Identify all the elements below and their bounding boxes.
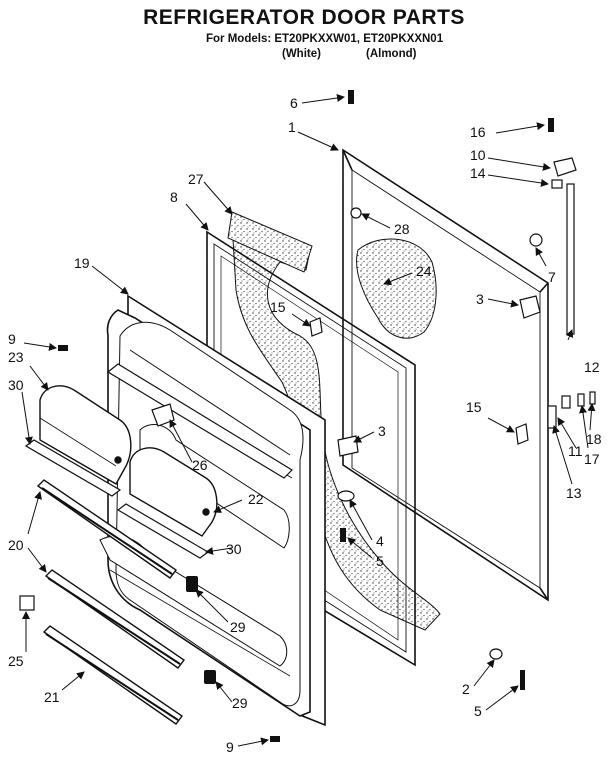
washer-4 [337,490,355,502]
models-line: For Models: ET20PKXXW01, ET20PKXXN01 [206,33,444,45]
callout-5-bottom: 5 [474,703,482,719]
hinge-3-middle [337,435,359,457]
insulation-pad [356,238,437,339]
callout-14: 14 [470,165,486,181]
callout-27: 27 [188,171,204,187]
white-label: (White) [282,48,321,60]
screw-18 [589,391,596,405]
bushing-2 [489,648,503,660]
handle-end-13 [547,405,557,429]
callout-21: 21 [44,689,60,705]
callout-11: 11 [568,443,583,459]
callout-3-top: 3 [476,291,484,307]
callout-10: 10 [470,147,486,163]
callout-8: 8 [170,189,178,205]
callout-22: 22 [248,491,264,507]
callout-20: 20 [8,537,24,553]
stud-29-upper [186,576,198,592]
screw-5-bottom [520,670,525,690]
callout-29-upper: 29 [230,619,246,635]
callout-30-lower: 30 [226,541,242,557]
diagram-title: REFRIGERATOR DOOR PARTS [143,6,465,29]
callout-29-lower: 29 [232,695,248,711]
dairy-bin [39,385,132,485]
callout-labels: 6 1 16 10 14 27 8 28 7 24 19 3 15 9 12 2… [8,95,602,755]
callout-19: 19 [74,255,90,271]
foam-top-block [227,211,313,273]
handle-bracket-15-top [309,317,323,337]
callout-16: 16 [470,124,486,140]
hinge-3-top [519,295,541,319]
screw-9-left [58,345,68,351]
almond-label: (Almond) [366,48,417,60]
callout-15-top: 15 [270,299,286,315]
cap-7 [529,233,543,247]
rail-hatch-1 [41,487,181,721]
callout-7: 7 [548,269,556,285]
callout-25: 25 [8,653,24,669]
screw-6 [348,90,354,104]
screw-17 [577,393,585,407]
callout-4: 4 [376,533,384,549]
callout-2: 2 [462,681,470,697]
callout-28: 28 [394,221,410,237]
callout-5-middle: 5 [376,553,384,569]
callout-1: 1 [288,119,296,135]
handle-12 [566,183,575,335]
outer-door-panel [342,148,549,602]
top-shelf-rail [106,363,293,479]
clip-11 [561,395,571,409]
handle-cap-10 [553,157,577,177]
callout-23: 23 [8,349,24,365]
callout-9-left: 9 [8,331,16,347]
callout-18: 18 [586,431,602,447]
plug-28 [350,207,362,219]
spacer-14 [551,179,563,189]
callout-24: 24 [416,263,432,279]
callout-12: 12 [584,359,600,375]
callout-13: 13 [566,485,582,501]
leader-lines [21,94,596,747]
handle-bracket-15-right [515,423,529,445]
callout-9-bottom: 9 [226,739,234,755]
dairy-bin-lower [129,447,218,537]
callout-3-middle: 3 [378,423,386,439]
callout-15-right: 15 [466,399,482,415]
screw-16 [548,118,554,132]
rail-end-cap [19,595,35,611]
screw-5-middle [340,528,346,542]
callout-26: 26 [192,457,208,473]
callout-17: 17 [584,451,600,467]
screw-9-bottom [270,736,280,742]
callout-30-upper: 30 [8,377,24,393]
stud-29-lower [204,670,216,684]
callout-6: 6 [290,95,298,111]
